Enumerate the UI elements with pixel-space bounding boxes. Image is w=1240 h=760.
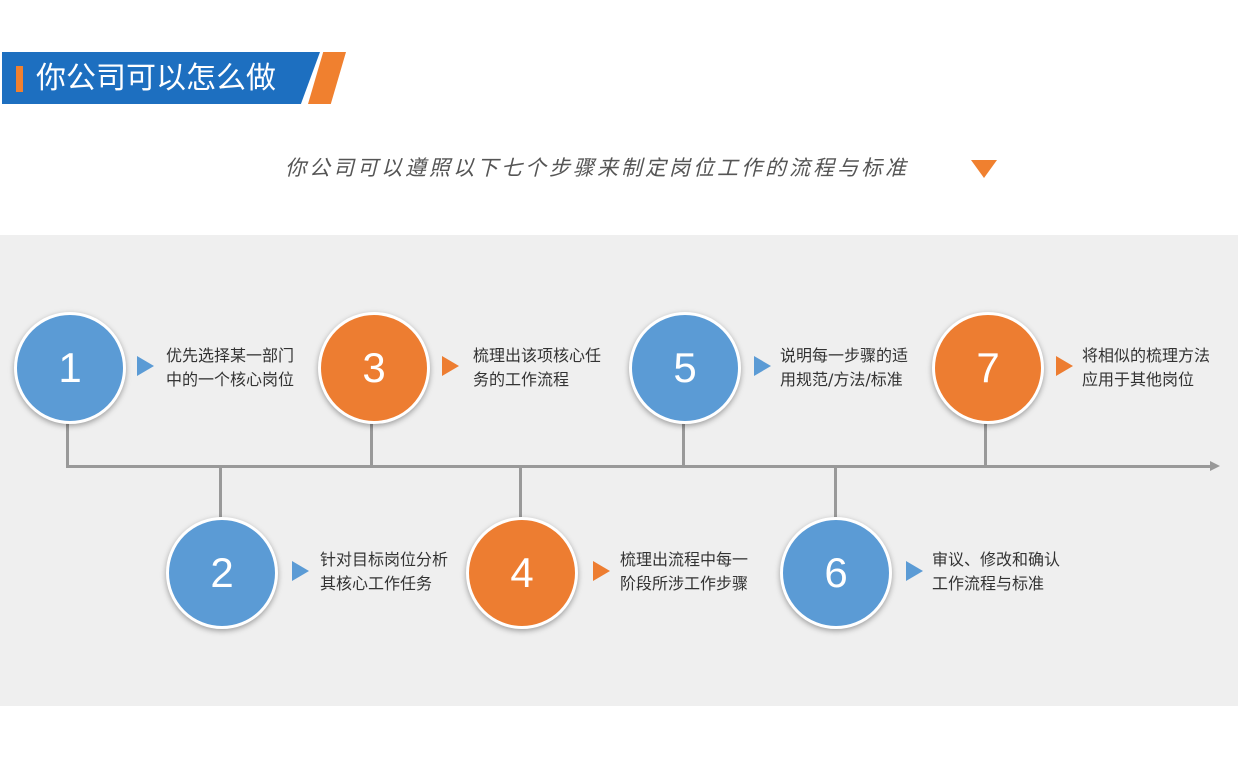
pointer-triangle-icon <box>137 356 154 376</box>
timeline-axis <box>66 465 1212 468</box>
step-circle-7: 7 <box>932 312 1044 424</box>
step-circle-6: 6 <box>780 517 892 629</box>
step-text-2: 针对目标岗位分析其核心工作任务 <box>320 550 449 593</box>
stem-step-3 <box>370 418 373 467</box>
pointer-triangle-icon <box>1056 356 1073 376</box>
step-circle-1: 1 <box>14 312 126 424</box>
step-circle-3: 3 <box>318 312 430 424</box>
arrow-right-icon <box>1210 461 1220 471</box>
step-text-6: 审议、修改和确认工作流程与标准 <box>932 550 1061 593</box>
stem-step-5 <box>682 418 685 467</box>
page-title: 你公司可以怎么做 <box>36 61 276 96</box>
pointer-triangle-icon <box>292 561 309 581</box>
step-text-1: 优先选择某一部门中的一个核心岗位 <box>166 346 295 389</box>
step-circle-2: 2 <box>166 517 278 629</box>
subtitle: 你公司可以遵照以下七个步骤来制定岗位工作的流程与标准 <box>285 156 909 180</box>
stem-step-4 <box>519 465 522 517</box>
stem-step-1 <box>66 418 69 467</box>
pointer-triangle-icon <box>442 356 459 376</box>
step-text-4: 梳理出流程中每一阶段所涉工作步骤 <box>620 550 749 593</box>
step-text-5: 说明每一步骤的适用规范/方法/标准 <box>780 346 909 389</box>
step-text-3: 梳理出该项核心任务的工作流程 <box>473 346 602 389</box>
step-text-7: 将相似的梳理方法应用于其他岗位 <box>1082 346 1211 389</box>
step-circle-4: 4 <box>466 517 578 629</box>
header-accent-bar <box>16 66 23 92</box>
header-banner <box>2 52 320 104</box>
down-triangle-icon <box>971 160 997 178</box>
stem-step-2 <box>219 465 222 517</box>
pointer-triangle-icon <box>754 356 771 376</box>
timeline-panel <box>0 235 1238 706</box>
step-circle-5: 5 <box>629 312 741 424</box>
pointer-triangle-icon <box>593 561 610 581</box>
stem-step-7 <box>984 418 987 467</box>
stem-step-6 <box>834 465 837 517</box>
pointer-triangle-icon <box>906 561 923 581</box>
